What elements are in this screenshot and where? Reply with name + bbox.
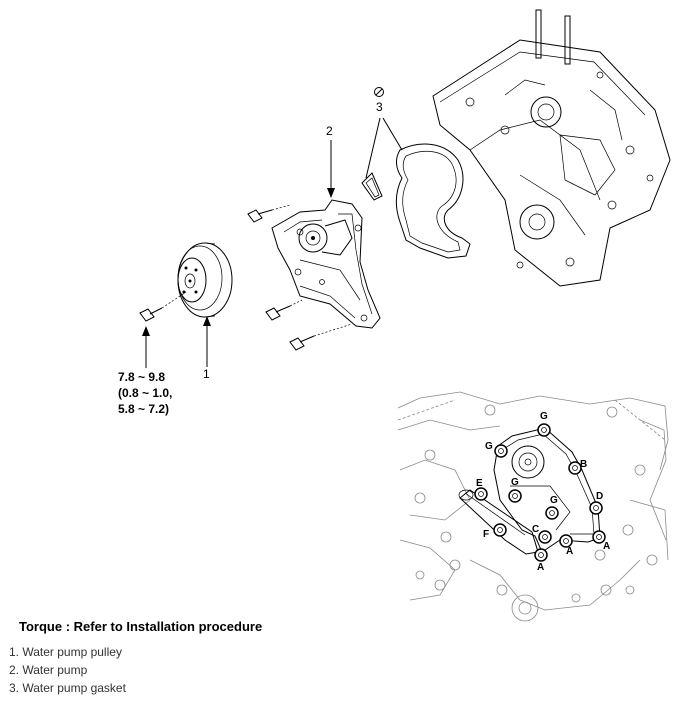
timing-cover: [432, 9, 671, 287]
bolt: [289, 323, 353, 351]
bolt-position-view: G G G G B E D C F A A A: [397, 391, 669, 622]
legend-item: 3. Water pump gasket: [9, 681, 126, 695]
bolt: [247, 204, 291, 223]
callout-1: 1: [203, 367, 210, 381]
bolt-a-mid: [559, 534, 573, 548]
no-reuse-icon: [374, 87, 384, 97]
label-b: B: [580, 459, 587, 470]
label-g-right: G: [550, 495, 558, 506]
label-d: D: [596, 491, 603, 502]
water-pump: [271, 199, 381, 329]
pump-bolts: [247, 204, 353, 351]
parts-legend: 1. Water pump pulley 2. Water pump 3. Wa…: [9, 643, 126, 697]
label-a-right: A: [603, 541, 610, 552]
bolt: [265, 299, 303, 321]
bolt-g-top: [537, 423, 551, 437]
label-g-center: G: [511, 477, 519, 488]
bolt-a-left: [534, 548, 548, 562]
label-e: E: [476, 478, 483, 489]
label-a-mid: A: [566, 546, 573, 557]
legend-item: 2. Water pump: [9, 663, 88, 677]
callout-3: 3: [376, 100, 383, 114]
label-g-left: G: [485, 441, 493, 452]
bolt-b: [568, 461, 582, 475]
legend-item: 1. Water pump pulley: [9, 645, 122, 659]
label-g-top: G: [540, 411, 548, 422]
label-c: C: [532, 524, 539, 535]
water-pump-pulley: [177, 242, 233, 318]
bolt-e: [474, 487, 488, 501]
bolt-f: [493, 523, 507, 537]
torque-spec-line-2: (0.8 ~ 1.0,: [118, 386, 172, 400]
torque-spec-line-1: 7.8 ~ 9.8: [118, 370, 165, 384]
bolt-c: [538, 530, 552, 544]
callout-2: 2: [326, 124, 333, 138]
bolt-g-left: [494, 444, 508, 458]
label-f: F: [483, 529, 489, 540]
water-pump-gasket: [361, 143, 471, 259]
bolt-a-right: [592, 530, 606, 544]
torque-note: Torque : Refer to Installation procedure: [19, 619, 263, 634]
bolt-g-right: [545, 506, 559, 520]
leader-lines: [142, 117, 403, 368]
label-a-left: A: [537, 562, 544, 573]
pulley-bolt: [139, 291, 187, 322]
bolt-d: [589, 501, 603, 515]
torque-spec-line-3: 5.8 ~ 7.2): [118, 402, 169, 416]
bolt-g-center: [508, 489, 522, 503]
